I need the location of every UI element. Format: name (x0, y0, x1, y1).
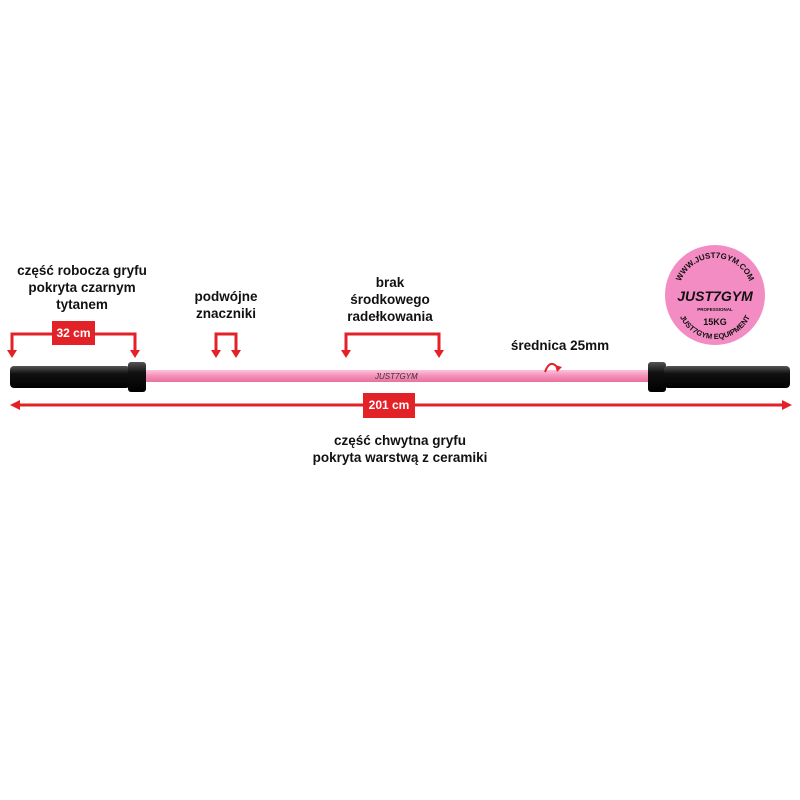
line: radełkowania (347, 309, 433, 324)
grip-part-annotation: część chwytna gryfu pokryta warstwą z ce… (313, 432, 488, 466)
total-length-label: 201 cm (363, 393, 415, 418)
svg-text:JUST7GYM: JUST7GYM (677, 288, 753, 304)
line: tytanem (56, 297, 108, 312)
double-markers-annotation: podwójne znaczniki (195, 288, 258, 322)
shaft-logo: JUST7GYM (374, 372, 418, 381)
shaft (144, 370, 652, 382)
diameter-annotation: średnica 25mm (510, 338, 610, 353)
svg-text:PROFESSIONAL: PROFESSIONAL (697, 307, 733, 312)
arrowheads (7, 350, 792, 410)
line: część chwytna gryfu (333, 433, 467, 448)
line: część robocza gryfu (17, 263, 147, 278)
line: środkowego (350, 292, 430, 307)
svg-text:15KG: 15KG (703, 317, 727, 327)
working-part-annotation: część robocza gryfu pokryta czarnym tyta… (17, 262, 147, 313)
line: podwójne (194, 289, 258, 304)
line: znaczniki (195, 306, 257, 321)
left-sleeve (10, 366, 130, 388)
right-sleeve (664, 366, 790, 388)
line: pokryta warstwą z ceramiki (312, 450, 488, 465)
line: brak (375, 275, 405, 290)
logo-badge: WWW.JUST7GYM.COM JUST7GYM EQUIPMENT JUST… (665, 245, 765, 345)
markers-bracket (214, 332, 238, 353)
barbell: JUST7GYM (10, 362, 790, 392)
right-collar (648, 362, 666, 392)
no-center-knurl-annotation: brak środkowego radełkowania (347, 274, 433, 325)
line: pokryta czarnym (28, 280, 136, 295)
sleeve-length-label: 32 cm (52, 321, 95, 345)
center-bracket (344, 332, 441, 353)
left-collar (128, 362, 146, 392)
